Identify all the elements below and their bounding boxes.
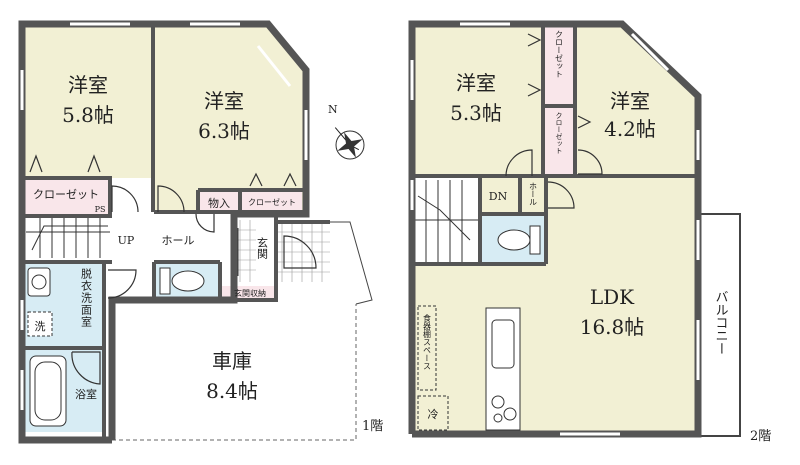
- floor1-door-western-b: [157, 185, 185, 213]
- floor1-door-entrance: [283, 235, 317, 269]
- floor1-closet-fill: [24, 178, 110, 216]
- floor1-bath-label: 浴室: [75, 387, 97, 401]
- floor1-entrance-porch: [330, 221, 373, 305]
- floor2-stairs: [414, 180, 480, 262]
- floor2-closet-a-fill: [544, 26, 574, 104]
- floor1-western-a-fill: [24, 26, 152, 178]
- floor1-door-closet-r: [87, 154, 101, 173]
- floor2-fridge-space: [417, 395, 449, 431]
- floor2-door-closet-b: [577, 115, 592, 129]
- floor2-western-b-name: 洋室: [610, 89, 650, 113]
- floor2-cupboard-space: [417, 305, 437, 391]
- floor1-closet-label: クローゼット: [33, 188, 99, 201]
- floor1-door-bath: [71, 351, 101, 385]
- floor2-western-b-size: 4.2帖: [604, 117, 656, 141]
- floor2-western-a-fill: [414, 26, 542, 176]
- floor1-hall-label: ホール: [162, 234, 195, 247]
- floor2-fridge-label: 冷: [428, 408, 439, 421]
- floor2-balcony: [699, 213, 741, 437]
- floor1-western-b-name: 洋室: [204, 89, 244, 113]
- floor2-ldk-fill: [414, 178, 696, 432]
- floor1-washer: [27, 311, 53, 337]
- floor1-garage-name: 車庫: [212, 349, 252, 373]
- floor1-sink-bowl: [31, 274, 47, 290]
- floor1-bathtub: [29, 355, 67, 427]
- floor2-door-western-a: [505, 149, 533, 177]
- compass-ring: [335, 130, 365, 160]
- floor2-door-western-b: [577, 149, 603, 175]
- floor2-ldk-size: 16.8帖: [580, 315, 645, 339]
- floor1-door-closet-small: [249, 172, 297, 187]
- floor2-dn-label: DN: [489, 190, 508, 203]
- floor2-kitchen-sink: [491, 319, 515, 369]
- compass-north-label: N: [328, 103, 338, 116]
- floor2-stove-burner-1: [491, 395, 505, 409]
- floor1-label: 1階: [362, 419, 383, 434]
- floor2-western-b-fill: [576, 26, 696, 176]
- floor2-stove-burner-3: [493, 413, 503, 423]
- floor2-windows: [410, 22, 700, 436]
- floor2-balcony-label: バルコニー: [713, 290, 729, 355]
- floor1-toilet-bowl: [171, 270, 205, 292]
- floor1-door-dressing: [107, 269, 137, 299]
- floor1-closet-small-label: クローゼット: [248, 197, 296, 207]
- floor1-door-toilet: [195, 213, 215, 233]
- floor1-western-b-size: 6.3帖: [198, 119, 250, 143]
- floor2-closet-b-label: クローゼット: [555, 112, 563, 154]
- floor2-toilet-bowl: [497, 229, 531, 251]
- floor2-hall-label: ホール: [529, 182, 538, 206]
- floor2-western-a-size: 5.3帖: [450, 101, 502, 125]
- floor1-entrance-tiles: [236, 220, 330, 282]
- floor2-cupboard-label: 食器棚スペース: [423, 313, 432, 370]
- floor1-ps-label: PS: [95, 205, 106, 214]
- floor2-ldk-name: LDK: [590, 285, 635, 309]
- floor2-stove-burner-2: [503, 407, 517, 421]
- floor1-bathtub-inner: [34, 361, 62, 421]
- floor1-storage-label: 物入: [208, 196, 230, 210]
- floor2-door-closet-a: [527, 33, 542, 97]
- floor1-washer-label: 洗: [35, 320, 46, 333]
- floor2-closet-a-label: クローゼット: [555, 30, 564, 78]
- floor2-door-hall: [547, 181, 575, 209]
- compass: N: [328, 103, 365, 160]
- floor1-stairs: [26, 218, 110, 258]
- floor1-up-label: UP: [118, 234, 135, 247]
- floor2-toilet-tank: [529, 225, 541, 255]
- floor1-sink: [27, 267, 51, 297]
- floor2: 洋室 5.3帖 洋室 4.2帖 クローゼット クローゼット DN ホール LDK…: [408, 20, 771, 444]
- floor1-entrance-label: 玄関: [256, 236, 269, 259]
- floor1-door-western-a: [111, 185, 139, 213]
- floor2-closet-b-fill: [544, 108, 574, 174]
- compass-needle-icon: [334, 127, 360, 151]
- floor2-western-a-name: 洋室: [456, 71, 496, 95]
- floor1-entrance-storage-label: 玄関収納: [234, 288, 266, 298]
- floor1-western-a-name: 洋室: [68, 73, 108, 97]
- floor1-toilet-tank: [159, 267, 171, 295]
- compass-star-icon: [337, 132, 363, 158]
- floor1: 洋室 5.8帖 洋室 6.3帖 クローゼット PS 物入 クローゼット UP ホ…: [18, 20, 383, 444]
- floor1-garage-size: 8.4帖: [206, 379, 258, 403]
- floor1-windows: [20, 22, 308, 410]
- floor1-western-a-size: 5.8帖: [62, 103, 114, 127]
- floor2-label: 2階: [750, 429, 771, 444]
- floor1-western-b-fill: [154, 26, 304, 212]
- floor1-dressing-label: 脱衣洗面室: [80, 267, 93, 328]
- floor1-door-closet-l: [29, 154, 43, 173]
